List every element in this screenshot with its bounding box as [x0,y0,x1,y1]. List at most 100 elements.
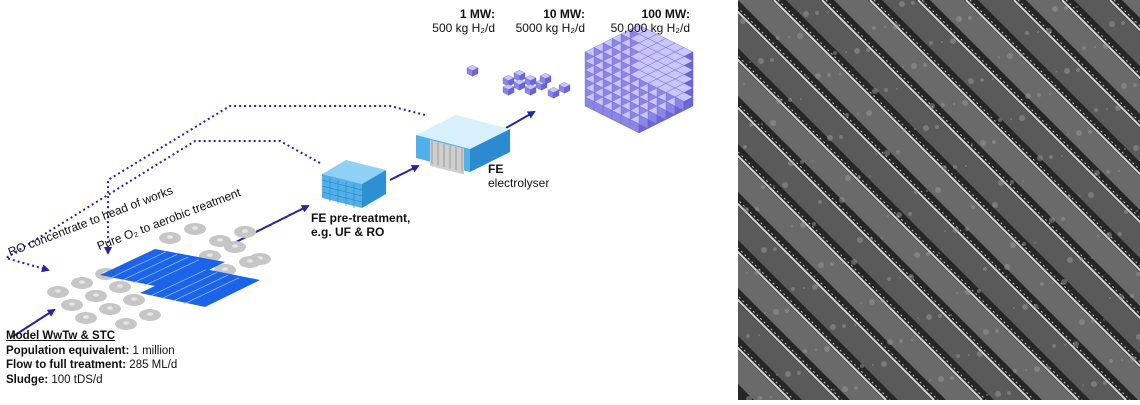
aerial-foam [923,125,929,131]
aerial-foam [1076,130,1082,136]
aerial-foam [1124,210,1128,214]
aerial-foam [743,145,747,149]
aerial-foam [872,88,878,94]
aerial-foam [1025,369,1027,371]
aerial-foam [1121,21,1125,25]
aerial-foam [788,98,792,102]
aerial-foam [983,267,987,271]
aerial-foam [1022,180,1024,182]
aerial-foam [1067,195,1071,199]
aerial-foam [800,160,804,164]
model-row-key: Sludge: [6,373,49,386]
aerial-photo-treatment-lanes [738,0,1140,400]
aerial-foam [1052,282,1054,284]
aerial-foam [1124,148,1126,150]
aerial-foam [941,41,943,43]
electrolyser-caption: FE electrolyser [488,162,549,191]
aerial-railing [777,0,1140,363]
aerial-foam [857,113,859,115]
aerial-foam [893,23,899,29]
aerial-foam [1010,242,1016,248]
aerial-foam [815,349,817,351]
cube [539,73,552,85]
aerial-foam [1118,232,1122,236]
aerial-foam [818,200,822,204]
tank [85,290,107,302]
scale-100mw-output: 50,000 kg H₂/d [610,20,690,35]
aerial-foam [860,302,862,304]
aerial-foam [1034,242,1036,244]
tank [61,299,83,311]
aerial-foam [1079,257,1083,261]
aerial-railing [738,7,1131,400]
aerial-foam [965,289,971,295]
aerial-walkway [738,106,1031,400]
aerial-foam [1040,282,1044,286]
aerial-foam [1133,21,1135,23]
aerial-foam [857,175,861,179]
aerial-walkway [738,10,1127,400]
aerial-foam [1034,366,1040,372]
aerial-foam [740,18,746,24]
aerial-foam [1004,264,1010,270]
ro-concentrate-line [3,140,321,273]
aerial-railing [738,55,1083,400]
aerial-foam [1076,6,1078,8]
process-diagram: 1 MW: 500 kg H₂/d 10 MW: 5000 kg H₂/d 10… [3,7,694,386]
aerial-foam [971,205,975,209]
cube [513,79,526,91]
aerial-foam [758,396,762,400]
aerial-railing [738,103,1035,400]
aerial-lane [1026,0,1140,114]
aerial-foam [992,202,998,208]
aerial-foam [842,262,844,264]
aerial-foam [827,11,829,13]
aerial-foam [839,197,845,203]
aerial-foam [743,83,745,85]
cube [674,92,694,111]
aerial-foam [887,215,889,217]
pure-o2-line [104,105,426,255]
aerial-foam [746,272,748,274]
tank [139,309,161,321]
aerial-foam [866,110,872,116]
pretreatment-module [321,160,386,208]
aerial-foam [812,284,818,290]
aerial-foam [758,334,760,336]
aerial-walkway [965,0,1140,176]
aerial-lane [930,0,1140,210]
aerial-foam [881,299,885,303]
aerial-foam [902,128,906,132]
aeration-lanes [100,249,260,307]
model-title: Model WwTw & STC [6,330,116,342]
aerial-foam [773,247,777,251]
aerial-lane [738,0,1140,400]
aerial-foam [977,289,981,293]
scale-up-cubes [466,24,694,134]
aerial-foam [1067,257,1073,263]
aerial-foam [1088,192,1094,198]
model-row: Population equivalent: 1 million [6,344,177,359]
aerial-foam [956,354,960,358]
model-row-key: Population equivalent: [6,344,130,357]
aerial-foam [998,56,1000,58]
model-row: Flow to full treatment: 285 ML/d [6,358,177,373]
tank [234,226,256,238]
aerial-foam [1121,83,1127,89]
aerial-foam [803,287,805,289]
aerial-foam [812,222,816,226]
aerial-foam [845,51,847,53]
aerial-foam [1103,43,1109,49]
aerial-walkway [1061,0,1140,80]
aerial-foam [1082,384,1084,386]
aerial-foam [785,371,791,377]
aerial-foam [773,309,779,315]
aerial-foam [1133,145,1139,151]
scale-10mw: 10 MW: 5000 kg H₂/d [500,7,585,36]
aerial-foam [995,391,1001,397]
aerial-foam [1022,242,1026,246]
aerial-lane [882,0,1140,258]
aerial-foam [1046,28,1052,34]
aerial-foam [845,113,849,117]
aerial-foam [1013,369,1017,373]
